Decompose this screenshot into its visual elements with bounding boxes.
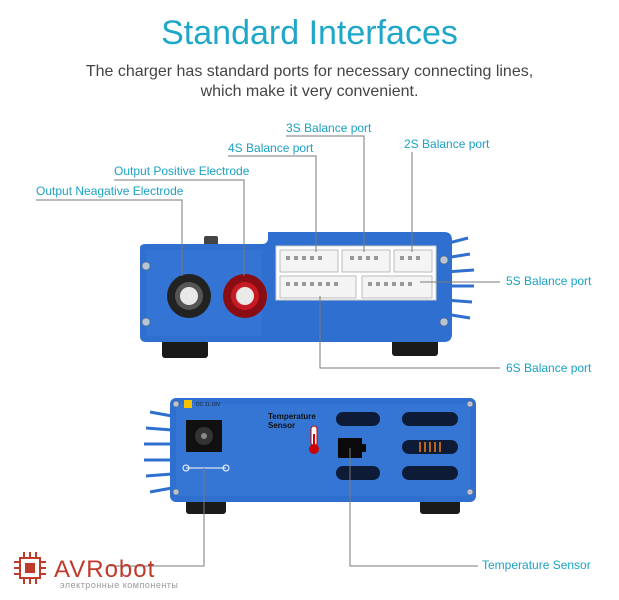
callout-output-positive: Output Positive Electrode (114, 164, 250, 178)
page-subtitle: The charger has standard ports for neces… (0, 62, 619, 102)
screw-icon (141, 261, 151, 271)
balance-port-6s (279, 275, 357, 299)
thermometer-icon (309, 425, 319, 454)
callout-temperature-sensor: Temperature Sensor (482, 558, 591, 572)
balance-port-3s (341, 249, 391, 273)
warning-badge-icon (184, 400, 192, 408)
vent-slot (336, 466, 380, 480)
page-title: Standard Interfaces (161, 14, 458, 52)
foot-left (162, 340, 208, 358)
screw-icon (172, 488, 180, 496)
balance-port-2s (393, 249, 433, 273)
screw-icon (172, 400, 180, 408)
foot-right (392, 338, 438, 356)
dc-voltage-label: DC 11-18V (196, 402, 221, 408)
top-device (140, 232, 475, 358)
callout-3s-balance-port: 3S Balance port (286, 121, 372, 135)
balance-port-4s (279, 249, 339, 273)
front-temperature-label-line2: Sensor (268, 421, 296, 430)
callout-output-negative: Output Neagative Electrode (36, 184, 184, 198)
output-negative-post (167, 274, 211, 318)
polarity-icon (182, 464, 190, 472)
chip-logo-icon (14, 552, 46, 584)
vent-slot (402, 412, 458, 426)
front-temperature-label-line1: Temperature (268, 412, 316, 421)
brand-tagline: электронные компоненты (60, 580, 179, 590)
callout-6s-balance-port: 6S Balance port (506, 361, 592, 375)
top-knob (204, 236, 218, 246)
screw-icon (439, 255, 449, 265)
screw-icon (439, 317, 449, 327)
callout-lines (36, 135, 500, 567)
callout-4s-balance-port: 4S Balance port (228, 141, 314, 155)
output-positive-post (223, 274, 267, 318)
subtitle-line-1: The charger has standard ports for neces… (85, 63, 534, 80)
subtitle-line-2: which make it very convenient. (200, 83, 419, 100)
vent-slot (402, 466, 458, 480)
screw-icon (466, 400, 474, 408)
front-temperature-label: Temperature Sensor (268, 412, 316, 430)
screw-icon (141, 317, 151, 327)
cooling-fins-left (144, 410, 173, 494)
screw-icon (466, 488, 474, 496)
callout-5s-balance-port: 5S Balance port (506, 274, 592, 288)
balance-port-5s (361, 275, 433, 299)
brand-logo-text: AVRobot (54, 556, 156, 583)
vent-slot (336, 412, 380, 426)
callout-2s-balance-port: 2S Balance port (404, 137, 490, 151)
bottom-device (144, 398, 476, 514)
